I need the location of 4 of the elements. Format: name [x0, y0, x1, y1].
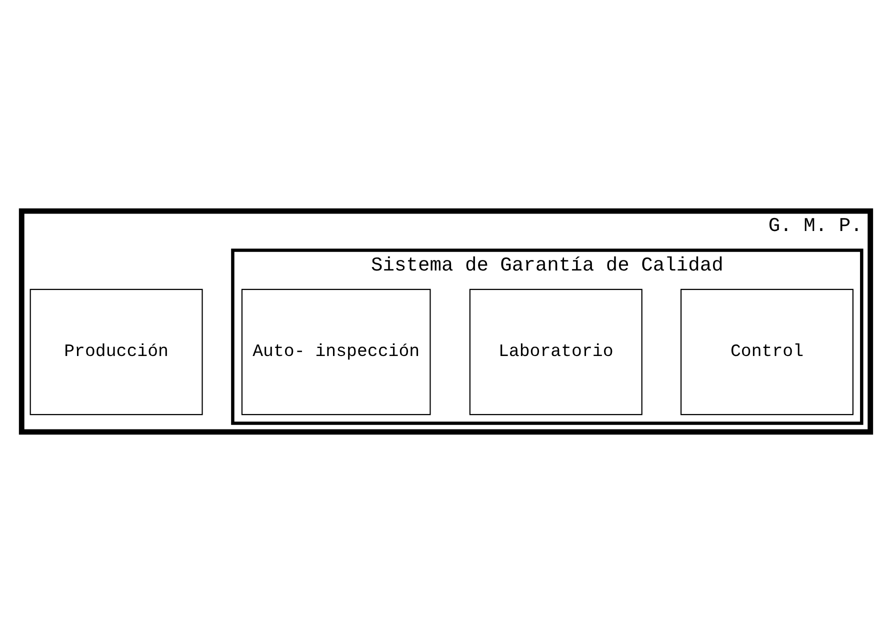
node-box: Producción — [30, 288, 203, 416]
node-box: Control — [680, 288, 854, 416]
node-box: Auto- inspección — [241, 288, 431, 416]
node-box: Laboratorio — [469, 288, 642, 416]
